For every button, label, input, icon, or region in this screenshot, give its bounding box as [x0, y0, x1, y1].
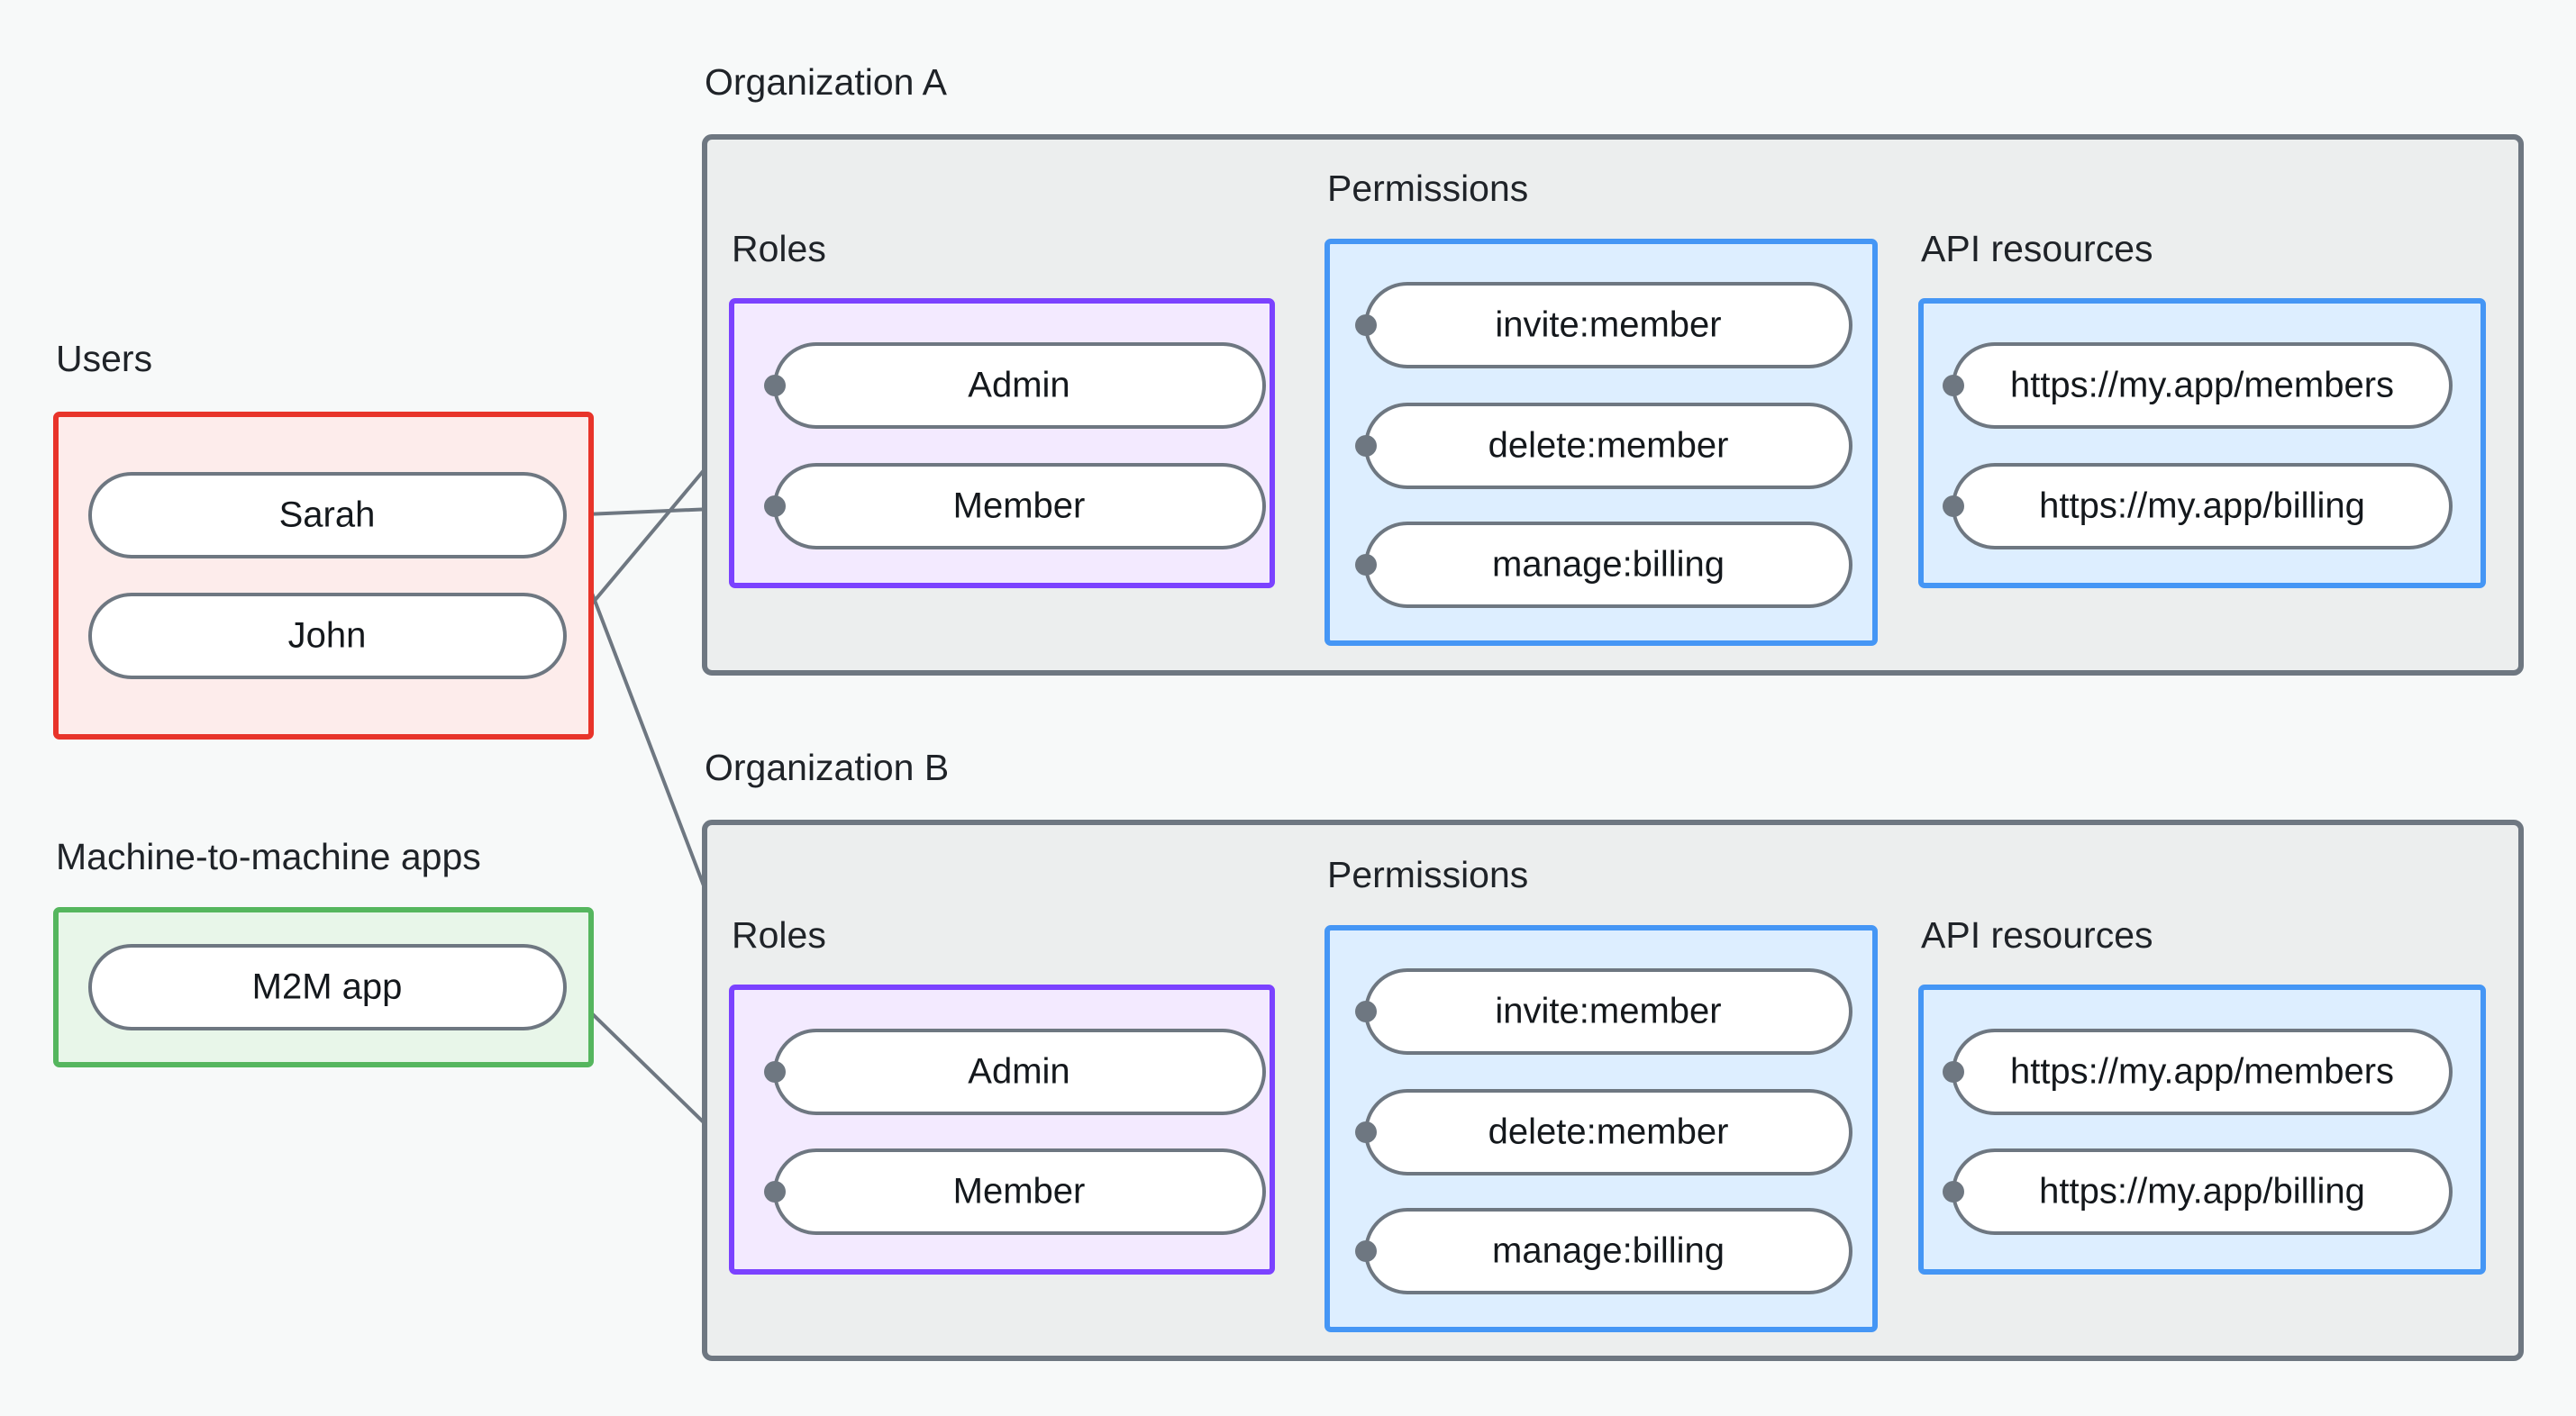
orgA-connector-dots	[764, 314, 1964, 576]
dot-orgB-member-in	[764, 1181, 786, 1203]
orgB-connector-dots	[764, 1001, 1964, 1262]
orgA-permission-node-billing[interactable]: manage:billing	[1364, 522, 1852, 608]
m2m-node-app[interactable]: M2M app	[88, 944, 567, 1030]
dot-orgB-members-url-in	[1943, 1061, 1964, 1083]
dot-orgA-admin-in	[764, 375, 786, 396]
dot-orgA-billing-in	[1355, 554, 1377, 576]
dot-orgB-billing-url-in	[1943, 1181, 1964, 1203]
orgA-permission-node-delete[interactable]: delete:member	[1364, 403, 1852, 489]
orgA-api-billing-label: https://my.app/billing	[2039, 486, 2365, 526]
orgB-api-members-label: https://my.app/members	[2010, 1052, 2394, 1092]
orgB-api-node-members[interactable]: https://my.app/members	[1952, 1029, 2453, 1115]
orgA-permission-node-invite[interactable]: invite:member	[1364, 282, 1852, 368]
dot-orgB-billing-in	[1355, 1240, 1377, 1262]
orgA-permissions-label: Permissions	[1327, 168, 1528, 209]
organization-b-label: Organization B	[705, 747, 949, 788]
orgA-permission-delete-label: delete:member	[1488, 426, 1729, 466]
m2m-app-label: M2M app	[252, 967, 403, 1007]
orgA-role-node-member[interactable]: Member	[773, 463, 1266, 549]
orgB-permission-node-delete[interactable]: delete:member	[1364, 1089, 1852, 1175]
dot-orgA-invite-in	[1355, 314, 1377, 336]
orgB-api-node-billing[interactable]: https://my.app/billing	[1952, 1148, 2453, 1235]
dot-orgB-delete-in	[1355, 1121, 1377, 1143]
orgA-role-node-admin[interactable]: Admin	[773, 342, 1266, 429]
orgA-role-member-label: Member	[953, 486, 1086, 526]
orgA-roles-label: Roles	[732, 228, 826, 269]
orgB-api-label: API resources	[1921, 914, 2153, 956]
orgA-api-members-label: https://my.app/members	[2010, 366, 2394, 405]
orgA-api-node-billing[interactable]: https://my.app/billing	[1952, 463, 2453, 549]
dot-orgB-admin-in	[764, 1061, 786, 1083]
orgA-permission-invite-label: invite:member	[1495, 305, 1721, 345]
dot-orgA-members-url-in	[1943, 375, 1964, 396]
user-node-sarah[interactable]: Sarah	[88, 472, 567, 558]
orgB-permission-node-invite[interactable]: invite:member	[1364, 968, 1852, 1055]
dot-orgB-invite-in	[1355, 1001, 1377, 1022]
organization-a-label: Organization A	[705, 61, 948, 103]
orgB-permission-invite-label: invite:member	[1495, 992, 1721, 1031]
dot-orgA-member-in	[764, 495, 786, 517]
orgB-permissions-label: Permissions	[1327, 854, 1528, 895]
user-node-john[interactable]: John	[88, 593, 567, 679]
orgB-permission-node-billing[interactable]: manage:billing	[1364, 1208, 1852, 1294]
user-john-label: John	[288, 616, 367, 656]
user-sarah-label: Sarah	[279, 495, 376, 535]
orgB-permission-billing-label: manage:billing	[1492, 1231, 1725, 1271]
users-group-label: Users	[56, 338, 152, 379]
orgB-api-billing-label: https://my.app/billing	[2039, 1172, 2365, 1212]
orgB-roles-label: Roles	[732, 914, 826, 956]
orgA-role-admin-label: Admin	[968, 366, 1070, 405]
orgA-permission-billing-label: manage:billing	[1492, 545, 1725, 585]
orgA-api-node-members[interactable]: https://my.app/members	[1952, 342, 2453, 429]
orgA-api-label: API resources	[1921, 228, 2153, 269]
orgB-role-node-member[interactable]: Member	[773, 1148, 1266, 1235]
m2m-group-label: Machine-to-machine apps	[56, 836, 481, 877]
orgB-role-node-admin[interactable]: Admin	[773, 1029, 1266, 1115]
users-container	[53, 412, 594, 740]
dot-orgA-delete-in	[1355, 435, 1377, 457]
orgB-role-member-label: Member	[953, 1172, 1086, 1212]
dot-orgA-billing-url-in	[1943, 495, 1964, 517]
orgB-role-admin-label: Admin	[968, 1052, 1070, 1092]
orgB-permission-delete-label: delete:member	[1488, 1112, 1729, 1152]
